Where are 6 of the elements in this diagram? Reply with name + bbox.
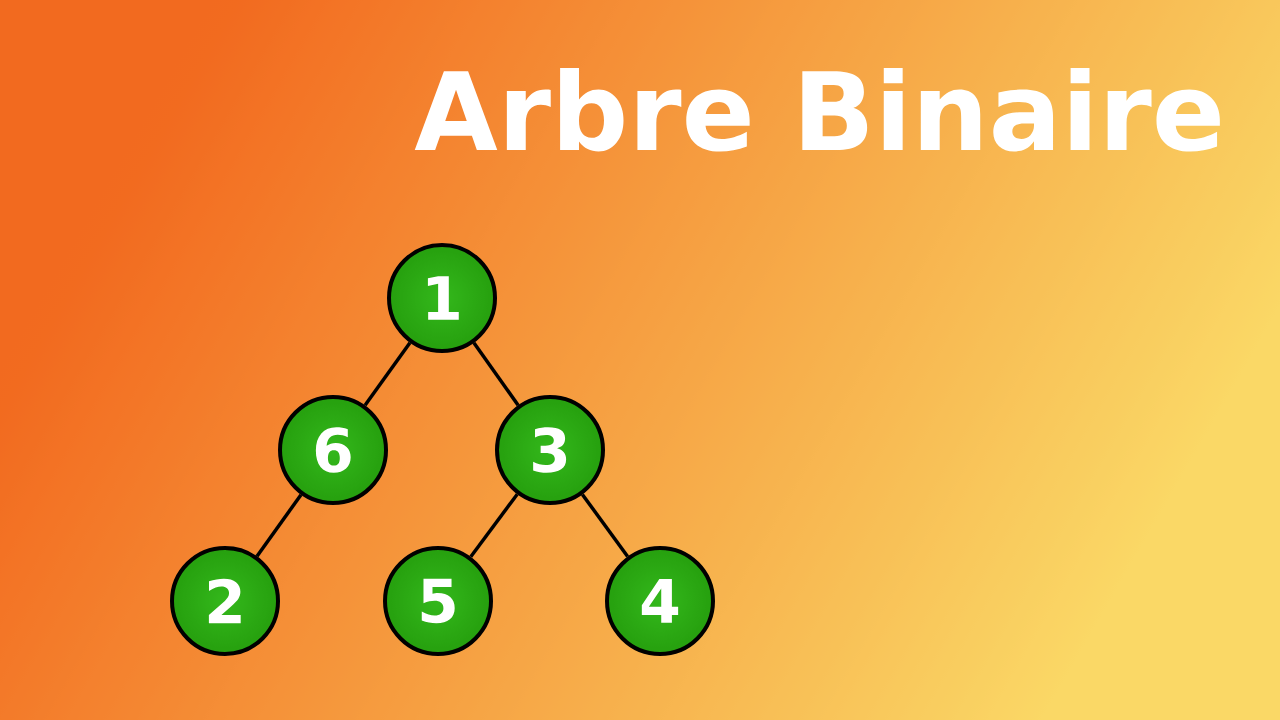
connector-line bbox=[363, 341, 412, 407]
connector-line bbox=[469, 493, 519, 558]
connector-line bbox=[472, 341, 520, 407]
connector-line bbox=[255, 493, 303, 558]
title: Arbre Binaire bbox=[414, 67, 1220, 152]
connector-line bbox=[580, 493, 630, 558]
